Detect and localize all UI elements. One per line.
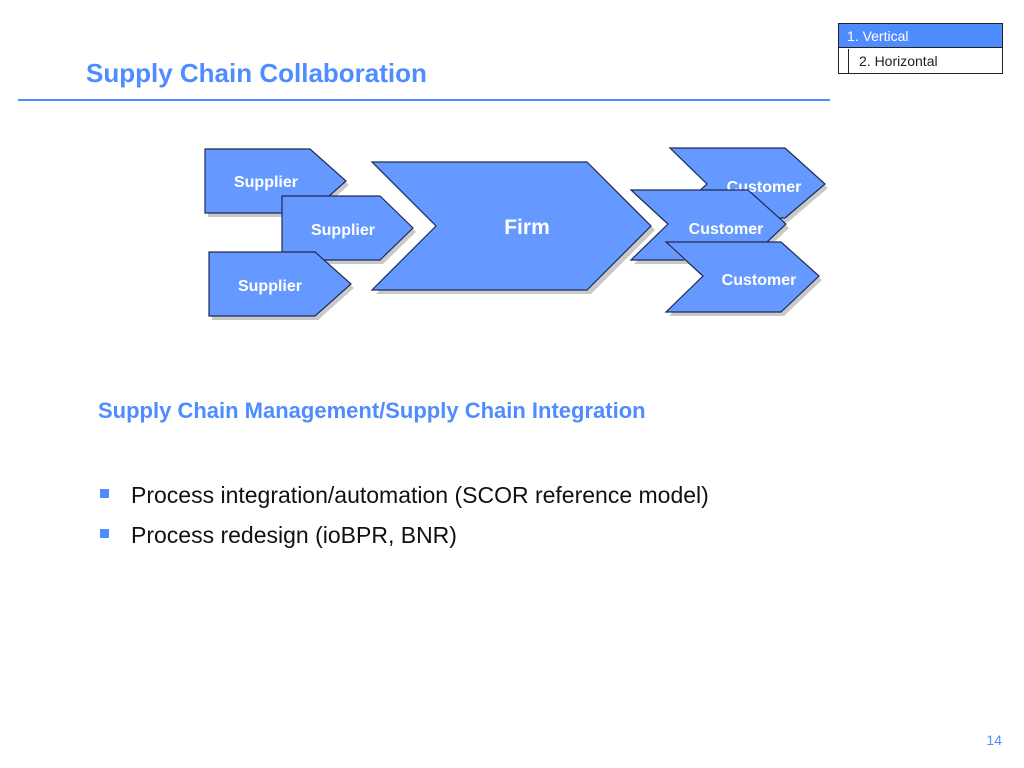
supplier-label-1: Supplier: [234, 174, 298, 191]
firm-shape: [370, 161, 652, 291]
page-title: Supply Chain Collaboration: [86, 58, 427, 88]
customer-label-3: Customer: [722, 272, 797, 289]
title-divider: [18, 99, 830, 101]
section-heading: Supply Chain Management/Supply Chain Int…: [98, 398, 646, 423]
supplier-label-2: Supplier: [311, 222, 375, 239]
customer-label-2: Customer: [689, 221, 764, 238]
bullet-list: Process integration/automation (SCOR ref…: [98, 478, 709, 558]
list-item: Process redesign (ioBPR, BNR): [98, 518, 709, 558]
firm-label: Firm: [504, 216, 550, 239]
bullet-text: Process integration/automation (SCOR ref…: [131, 482, 709, 508]
supplier-label-3: Supplier: [238, 278, 302, 295]
bullet-text: Process redesign (ioBPR, BNR): [131, 522, 457, 548]
supply-chain-diagram: Supplier Firm Supplier Supplier Customer…: [204, 147, 828, 320]
nav-item-horizontal[interactable]: 2. Horizontal: [848, 49, 1002, 73]
customer-shape-3: [664, 241, 820, 313]
nav-item-vertical[interactable]: 1. Vertical: [839, 24, 1002, 48]
supplier-shape-2: [281, 195, 414, 261]
supplier-shape-3: [208, 251, 352, 317]
section-nav: 1. Vertical 2. Horizontal: [838, 23, 1003, 74]
list-item: Process integration/automation (SCOR ref…: [98, 478, 709, 518]
page-number: 14: [986, 732, 1002, 748]
square-bullet-icon: [100, 489, 109, 498]
square-bullet-icon: [100, 529, 109, 538]
